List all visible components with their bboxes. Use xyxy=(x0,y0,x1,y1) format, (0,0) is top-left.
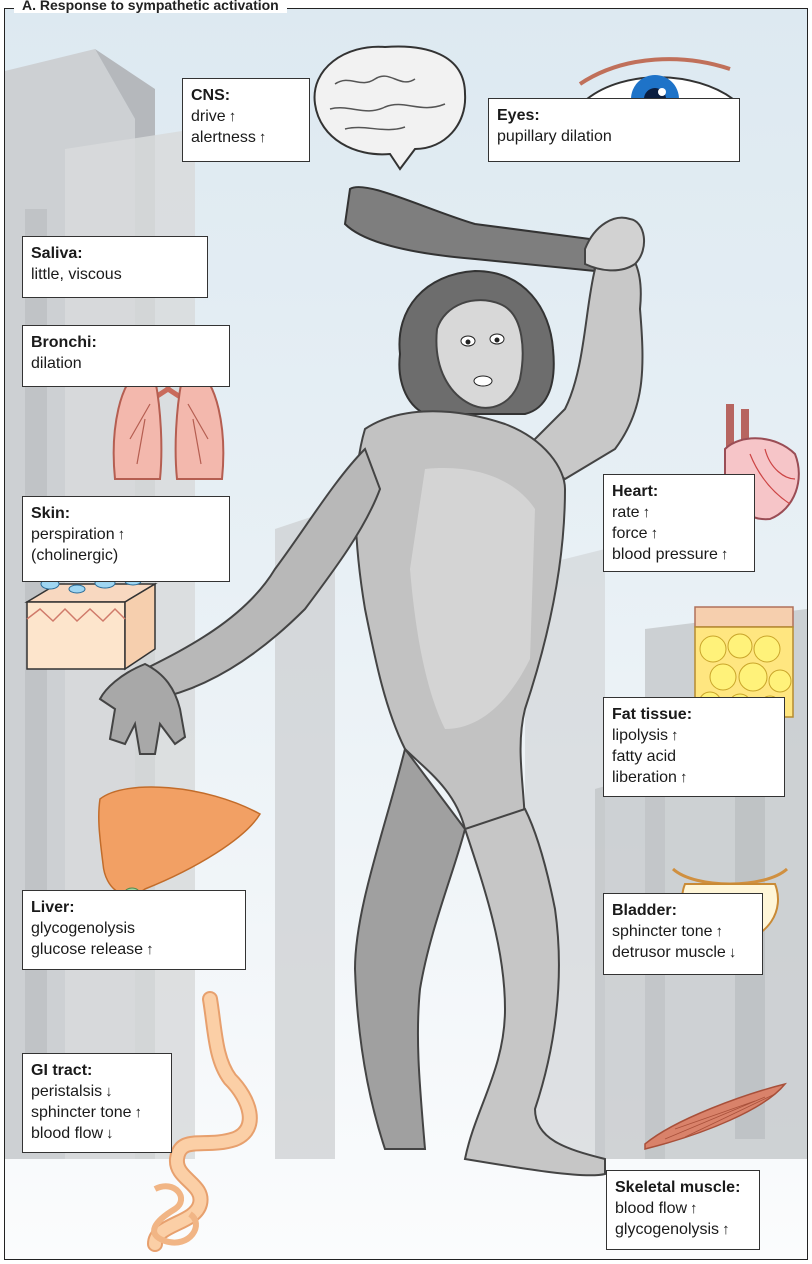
bladder-box: Bladder:sphincter tone↑detrusor muscle↓ xyxy=(603,893,763,975)
bronchi-box: Bronchi: dilation xyxy=(22,325,230,387)
liver-line: glucose release↑ xyxy=(31,939,237,960)
liver-heading: Liver: xyxy=(31,897,237,918)
increase-arrow-icon: ↑ xyxy=(651,523,659,544)
muscle-heading: Skeletal muscle: xyxy=(615,1177,751,1198)
increase-arrow-icon: ↑ xyxy=(722,1219,730,1240)
increase-arrow-icon: ↑ xyxy=(146,939,154,960)
saliva-box: Saliva: little, viscous xyxy=(22,236,208,298)
diagram-title: A. Response to sympathetic activation xyxy=(14,0,287,13)
bladder-line: detrusor muscle↓ xyxy=(612,942,754,963)
bladder-line: sphincter tone↑ xyxy=(612,921,754,942)
bladder-heading: Bladder: xyxy=(612,900,754,921)
heart-line: rate↑ xyxy=(612,502,746,523)
bronchi-line: dilation xyxy=(31,353,221,374)
heart-heading: Heart: xyxy=(612,481,746,502)
skin-heading: Skin: xyxy=(31,503,221,524)
liver-line: glycogenolysis xyxy=(31,918,237,939)
muscle-line-text: glycogenolysis xyxy=(615,1221,719,1238)
heart-box: Heart:rate↑force↑blood pressure↑ xyxy=(603,474,755,572)
skin-box: Skin:perspiration↑(cholinergic) xyxy=(22,496,230,582)
liver-line-text: glycogenolysis xyxy=(31,920,135,937)
increase-arrow-icon: ↑ xyxy=(671,725,679,746)
bladder-line-text: sphincter tone xyxy=(612,923,713,940)
eyes-line: pupillary dilation xyxy=(497,126,731,147)
fat-line-text: lipolysis xyxy=(612,727,668,744)
heart-line: blood pressure↑ xyxy=(612,544,746,565)
skin-line: (cholinergic) xyxy=(31,545,221,566)
muscle-line: glycogenolysis↑ xyxy=(615,1219,751,1240)
bladder-line-text: detrusor muscle xyxy=(612,944,726,961)
cns-heading: CNS: xyxy=(191,85,301,106)
eyes-line-text: pupillary dilation xyxy=(497,128,612,145)
increase-arrow-icon: ↑ xyxy=(690,1198,698,1219)
increase-arrow-icon: ↑ xyxy=(259,127,267,148)
increase-arrow-icon: ↑ xyxy=(721,544,729,565)
saliva-line-text: little, viscous xyxy=(31,266,122,283)
decrease-arrow-icon: ↓ xyxy=(729,942,737,963)
eyes-heading: Eyes: xyxy=(497,105,731,126)
fat-heading: Fat tissue: xyxy=(612,704,776,725)
increase-arrow-icon: ↑ xyxy=(680,767,688,788)
decrease-arrow-icon: ↓ xyxy=(106,1123,114,1144)
muscle-line: blood flow↑ xyxy=(615,1198,751,1219)
cns-line-text: drive xyxy=(191,108,226,125)
gi-line: blood flow↓ xyxy=(31,1123,163,1144)
heart-line: force↑ xyxy=(612,523,746,544)
gi-line: sphincter tone↑ xyxy=(31,1102,163,1123)
gi-line-text: peristalsis xyxy=(31,1083,102,1100)
eyes-box: Eyes: pupillary dilation xyxy=(488,98,740,162)
liver-box: Liver: glycogenolysis glucose release↑ xyxy=(22,890,246,970)
fat-line: lipolysis↑ xyxy=(612,725,776,746)
increase-arrow-icon: ↑ xyxy=(229,106,237,127)
skeletal-muscle-box: Skeletal muscle:blood flow↑glycogenolysi… xyxy=(606,1170,760,1250)
fat-line: fatty acid xyxy=(612,746,776,767)
increase-arrow-icon: ↑ xyxy=(135,1102,143,1123)
increase-arrow-icon: ↑ xyxy=(643,502,651,523)
fat-line-text: fatty acid xyxy=(612,748,676,765)
brain-icon xyxy=(315,47,466,169)
decrease-arrow-icon: ↓ xyxy=(105,1081,113,1102)
gi-line-text: blood flow xyxy=(31,1125,103,1142)
fat-line: liberation↑ xyxy=(612,767,776,788)
bronchi-line-text: dilation xyxy=(31,355,82,372)
skin-icon xyxy=(27,577,155,669)
gi-heading: GI tract: xyxy=(31,1060,163,1081)
cns-line: drive↑ xyxy=(191,106,301,127)
gi-line-text: sphincter tone xyxy=(31,1104,132,1121)
gi-tract-box: GI tract:peristalsis↓sphincter tone↑bloo… xyxy=(22,1053,172,1153)
gi-line: peristalsis↓ xyxy=(31,1081,163,1102)
cns-line: alertness↑ xyxy=(191,127,301,148)
skin-line-text: (cholinergic) xyxy=(31,547,118,564)
bronchi-heading: Bronchi: xyxy=(31,332,221,353)
skin-line: perspiration↑ xyxy=(31,524,221,545)
liver-line-text: glucose release xyxy=(31,941,143,958)
muscle-line-text: blood flow xyxy=(615,1200,687,1217)
increase-arrow-icon: ↑ xyxy=(118,524,126,545)
increase-arrow-icon: ↑ xyxy=(716,921,724,942)
fat-line-text: liberation xyxy=(612,769,677,786)
skin-line-text: perspiration xyxy=(31,526,115,543)
saliva-heading: Saliva: xyxy=(31,243,199,264)
cns-line-text: alertness xyxy=(191,129,256,146)
cns-box: CNS:drive↑alertness↑ xyxy=(182,78,310,162)
heart-line-text: blood pressure xyxy=(612,546,718,563)
heart-line-text: force xyxy=(612,525,648,542)
saliva-line: little, viscous xyxy=(31,264,199,285)
heart-line-text: rate xyxy=(612,504,640,521)
